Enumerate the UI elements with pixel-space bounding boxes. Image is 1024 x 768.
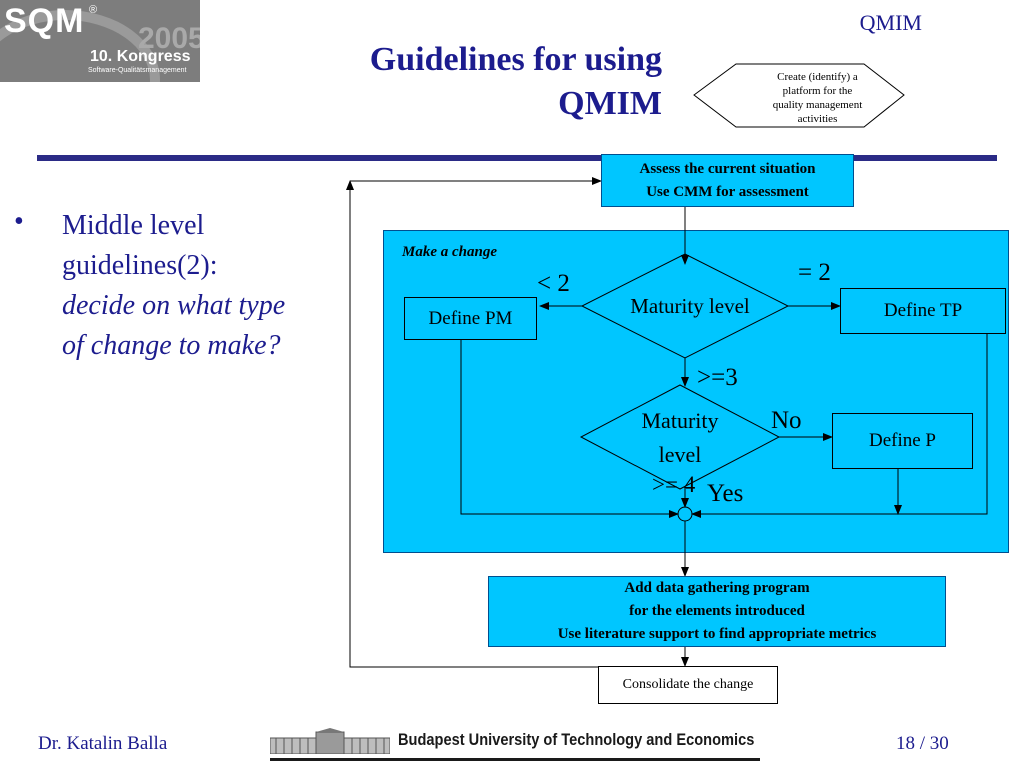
- maturity-diamond-2: [579, 384, 781, 490]
- create-line-4: activities: [797, 113, 838, 125]
- create-line-3: quality management: [772, 99, 863, 111]
- label-less-than-2: < 2: [537, 270, 570, 297]
- define-pm-box: Define PM: [404, 297, 537, 340]
- data-gathering-box: Add data gathering program for the eleme…: [488, 576, 946, 647]
- sqm-logo: SQM ® 2005 10. Kongress Software-Qualitä…: [0, 0, 200, 82]
- merge-junction: [677, 506, 693, 522]
- define-p-box: Define P: [832, 413, 973, 469]
- data-line-1: Add data gathering program: [624, 580, 810, 596]
- university-building-icon: [270, 728, 390, 754]
- bullet-text: Middle level guidelines(2): decide on wh…: [62, 206, 352, 366]
- maturity2-line-1: Maturity: [641, 408, 719, 433]
- label-equals-2: = 2: [798, 259, 831, 286]
- create-platform-hexagon: [693, 63, 905, 128]
- title-line-1: Guidelines for using: [369, 41, 662, 78]
- footer-author: Dr. Katalin Balla: [38, 733, 168, 754]
- bullet-italic-2: of change to make?: [62, 330, 281, 361]
- maturity-level-1-text: Maturity level: [630, 294, 750, 318]
- label-yes: Yes: [707, 480, 744, 507]
- footer-university: Budapest University of Technology and Ec…: [270, 726, 760, 762]
- bullet-line-1: Middle level: [62, 210, 205, 241]
- logo-subtitle: Software-Qualitätsmanagement: [88, 67, 187, 74]
- data-line-2: for the elements introduced: [629, 603, 805, 619]
- label-no: No: [771, 407, 802, 434]
- assess-box: Assess the current situation Use CMM for…: [601, 154, 854, 207]
- logo-event: 10. Kongress: [90, 48, 191, 65]
- make-change-label: Make a change: [402, 244, 497, 260]
- bullet-line-2: guidelines(2):: [62, 250, 218, 281]
- data-line-3: Use literature support to find appropria…: [557, 626, 877, 642]
- bullet-marker: •: [14, 206, 24, 237]
- line-tp-to-merge: [691, 334, 988, 518]
- page-number: 18 / 30: [896, 733, 949, 754]
- maturity2-line-2: level: [658, 442, 702, 467]
- assess-line-1: Assess the current situation: [639, 160, 816, 177]
- create-platform-text: Create (identify) a platform for the qua…: [745, 70, 890, 126]
- define-tp-box: Define TP: [840, 288, 1006, 334]
- slide-title: Guidelines for using QMIM: [300, 38, 662, 126]
- create-line-2: platform for the: [782, 85, 853, 97]
- assess-line-2: Use CMM for assessment: [646, 183, 809, 200]
- university-name: Budapest University of Technology and Ec…: [398, 730, 755, 749]
- label-ge-3: >=3: [697, 364, 738, 391]
- logo-brand: SQM: [4, 2, 85, 40]
- line-pm-to-merge: [460, 340, 679, 518]
- create-line-1: Create (identify) a: [777, 71, 858, 83]
- bullet-italic-1: decide on what type: [62, 290, 286, 321]
- consolidate-box: Consolidate the change: [598, 666, 778, 704]
- logo-registered-mark: ®: [89, 4, 98, 16]
- maturity-level-2-text: Maturity level: [620, 404, 740, 472]
- university-underline: [270, 758, 760, 761]
- label-ge-4: >= 4: [652, 472, 696, 497]
- title-divider: [37, 155, 997, 161]
- title-line-2: QMIM: [558, 85, 662, 122]
- logo-year: 2005: [138, 22, 200, 55]
- header-tag: QMIM: [859, 10, 922, 35]
